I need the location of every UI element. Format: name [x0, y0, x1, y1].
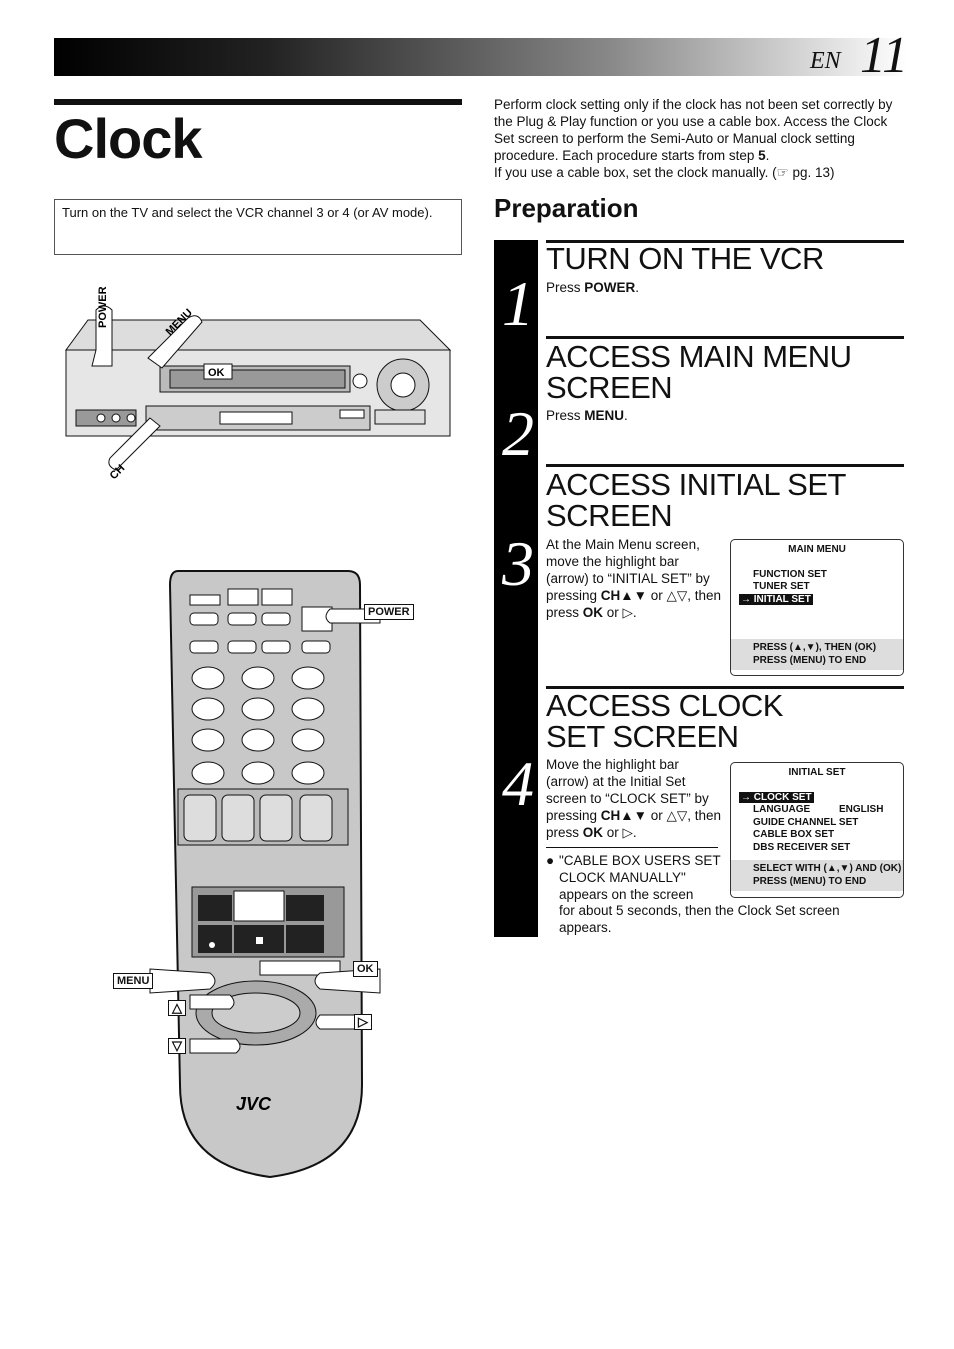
remote-illustration: JVC	[149, 570, 381, 1179]
step-bullet-4: ●"CABLE BOX USERS SET CLOCK MANUALLY" ap…	[546, 853, 721, 902]
osd-item-cable-box: CABLE BOX SET	[753, 829, 835, 840]
step-rule-4	[546, 686, 904, 689]
remote-right-label: ▷	[354, 1014, 372, 1030]
remote-brand-logo: JVC	[236, 1094, 272, 1114]
header-bar	[54, 38, 908, 76]
intro-text: Perform clock setting only if the clock …	[494, 96, 906, 181]
bullet-rule	[546, 847, 718, 848]
intro-step-ref: 5	[758, 148, 766, 163]
step-bullet-4-cont: for about 5 seconds, then the Clock Set …	[559, 903, 840, 935]
vcr-ok-label: OK	[208, 367, 225, 379]
remote-power-label: POWER	[364, 604, 414, 620]
page-number: 11	[860, 27, 909, 84]
remote-ok-label: OK	[353, 961, 378, 977]
vcr-power-label: POWER	[97, 286, 109, 328]
step-text-3: At the Main Menu screen, move the highli…	[546, 537, 722, 620]
step-heading-2: ACCESS MAIN MENU SCREEN	[546, 339, 852, 405]
step-heading-4: ACCESS CLOCK SET SCREEN	[546, 688, 783, 754]
step-number-2: 2	[502, 398, 534, 469]
step-text-4: Move the highlight bar (arrow) at the In…	[546, 757, 722, 840]
step-text-1: Press POWER.	[546, 280, 640, 295]
intro-period: .	[765, 148, 770, 163]
osd-item-clock-set: → CLOCK SET	[739, 791, 814, 803]
osd-item-function-set: FUNCTION SET	[753, 568, 827, 580]
osd-item-tuner-set: TUNER SET	[753, 581, 810, 592]
step-number-4: 4	[502, 748, 534, 819]
osd-main-title: MAIN MENU	[788, 544, 846, 555]
osd-initial-title: INITIAL SET	[788, 767, 846, 778]
step-rule-1	[546, 240, 904, 243]
step-rule-2	[546, 336, 904, 339]
step-heading-3: ACCESS INITIAL SET SCREEN	[546, 467, 846, 533]
osd-initial-footer-2: PRESS (MENU) TO END	[753, 875, 867, 887]
osd-item-initial-set: → INITIAL SET	[739, 593, 813, 605]
preparation-heading: Preparation	[494, 193, 639, 223]
bullet-dot: ●	[546, 853, 555, 868]
header-lang: EN	[810, 48, 841, 74]
intro-line2: If you use a cable box, set the clock ma…	[494, 165, 835, 180]
step-heading-1: TURN ON THE VCR	[546, 241, 824, 276]
osd-item-guide-channel: GUIDE CHANNEL SET	[753, 816, 859, 828]
step-number-3: 3	[502, 528, 534, 599]
step-text-2: Press MENU.	[546, 408, 628, 423]
osd-item-dbs-receiver: DBS RECEIVER SET	[753, 841, 851, 853]
vcr-illustration: POWER MENU CH OK	[65, 286, 452, 482]
page-title: Clock	[54, 107, 202, 170]
step-rule-3	[546, 464, 904, 467]
remote-menu-label: MENU	[113, 973, 154, 989]
osd-initial-footer-1: SELECT WITH (▲,▼) AND (OK)	[753, 863, 902, 874]
title-rule	[54, 99, 462, 105]
remote-down-label: ▽	[168, 1038, 186, 1054]
osd-main-footer-2: PRESS (MENU) TO END	[753, 654, 867, 666]
osd-main-footer-1: PRESS (▲,▼), THEN (OK)	[753, 642, 877, 653]
note-box: Turn on the TV and select the VCR channe…	[54, 199, 462, 255]
osd-main-menu: MAIN MENU FUNCTION SET TUNER SET → INITI…	[730, 539, 904, 676]
step-bar	[494, 240, 538, 937]
intro-line1: Perform clock setting only if the clock …	[494, 97, 893, 163]
remote-up-label: △	[168, 1000, 186, 1016]
step-number-1: 1	[502, 268, 534, 339]
